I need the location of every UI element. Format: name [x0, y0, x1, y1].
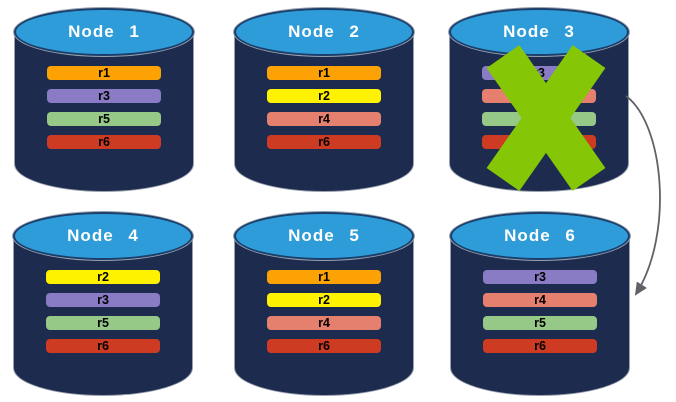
replica-bar-r6: r6 — [47, 135, 161, 149]
replica-bar-r4: r4 — [267, 316, 381, 330]
node-6-title: Node 6 — [504, 226, 576, 245]
node-2-title: Node 2 — [288, 22, 360, 41]
replica-label: r2 — [318, 293, 330, 307]
replica-bar-r5: r5 — [47, 112, 161, 126]
replica-bar-r1: r1 — [47, 66, 161, 80]
node-4: Node 4 r2 r3 r5 r6 — [13, 212, 193, 396]
replica-bar-r6: r6 — [46, 339, 160, 353]
node-4-cylinder-top: Node 4 — [13, 212, 193, 260]
node-5-replicas: r1 r2 r4 r6 — [234, 270, 414, 353]
replica-label: r2 — [318, 89, 330, 103]
replica-bar-r2: r2 — [46, 270, 160, 284]
replica-bar-r4: r4 — [483, 293, 597, 307]
replica-label: r5 — [534, 316, 546, 330]
replica-label: r6 — [97, 339, 109, 353]
failover-arrow-path — [625, 95, 661, 296]
replica-bar-r5: r5 — [483, 316, 597, 330]
replica-label: r6 — [534, 339, 546, 353]
node-1-title: Node 1 — [68, 22, 140, 41]
node-1: Node 1 r1 r3 r5 r6 — [14, 8, 194, 192]
node-1-replicas: r1 r3 r5 r6 — [14, 66, 194, 149]
node-6-cylinder-top: Node 6 — [450, 212, 630, 260]
replica-label: r6 — [318, 339, 330, 353]
replica-bar-r4: r4 — [267, 112, 381, 126]
node-3-title: Node 3 — [503, 22, 575, 41]
replica-label: r6 — [318, 135, 330, 149]
replica-bar-r6: r6 — [267, 339, 381, 353]
replica-label: r5 — [98, 112, 110, 126]
replica-bar-r6: r6 — [267, 135, 381, 149]
node-3-cylinder-top: Node 3 — [449, 8, 629, 56]
replica-label: r1 — [318, 270, 330, 284]
replica-label: r1 — [318, 66, 330, 80]
replica-bar-r1: r1 — [267, 270, 381, 284]
replica-label: r3 — [534, 270, 546, 284]
node-4-title: Node 4 — [67, 226, 139, 245]
node-3: Node 3 r3 — [449, 8, 629, 192]
replica-bar-r3: r3 — [483, 270, 597, 284]
replica-label: r3 — [98, 89, 110, 103]
replica-bar-r3: r3 — [47, 89, 161, 103]
node-1-cylinder-top: Node 1 — [14, 8, 194, 56]
replica-label: r5 — [97, 316, 109, 330]
replica-bar-r2: r2 — [267, 89, 381, 103]
replica-bar-r6: r6 — [483, 339, 597, 353]
node-2-cylinder-top: Node 2 — [234, 8, 414, 56]
replica-label: r1 — [98, 66, 110, 80]
replica-bar-r2: r2 — [267, 293, 381, 307]
node-4-replicas: r2 r3 r5 r6 — [13, 270, 193, 353]
replica-label: r4 — [534, 293, 546, 307]
replica-bar-r1: r1 — [267, 66, 381, 80]
node-5: Node 5 r1 r2 r4 r6 — [234, 212, 414, 396]
node-5-title: Node 5 — [288, 226, 360, 245]
node-6: Node 6 r3 r4 r5 r6 — [450, 212, 630, 396]
replica-label: r6 — [98, 135, 110, 149]
replica-bar-r3: r3 — [46, 293, 160, 307]
replica-label: r4 — [318, 316, 330, 330]
node-2-replicas: r1 r2 r4 r6 — [234, 66, 414, 149]
replica-label: r2 — [97, 270, 109, 284]
replica-bar-r5: r5 — [46, 316, 160, 330]
replica-label: r3 — [97, 293, 109, 307]
replica-label: r4 — [318, 112, 330, 126]
failover-arrow — [625, 95, 661, 296]
node-2: Node 2 r1 r2 r4 r6 — [234, 8, 414, 192]
node-6-replicas: r3 r4 r5 r6 — [450, 270, 630, 353]
node-5-cylinder-top: Node 5 — [234, 212, 414, 260]
